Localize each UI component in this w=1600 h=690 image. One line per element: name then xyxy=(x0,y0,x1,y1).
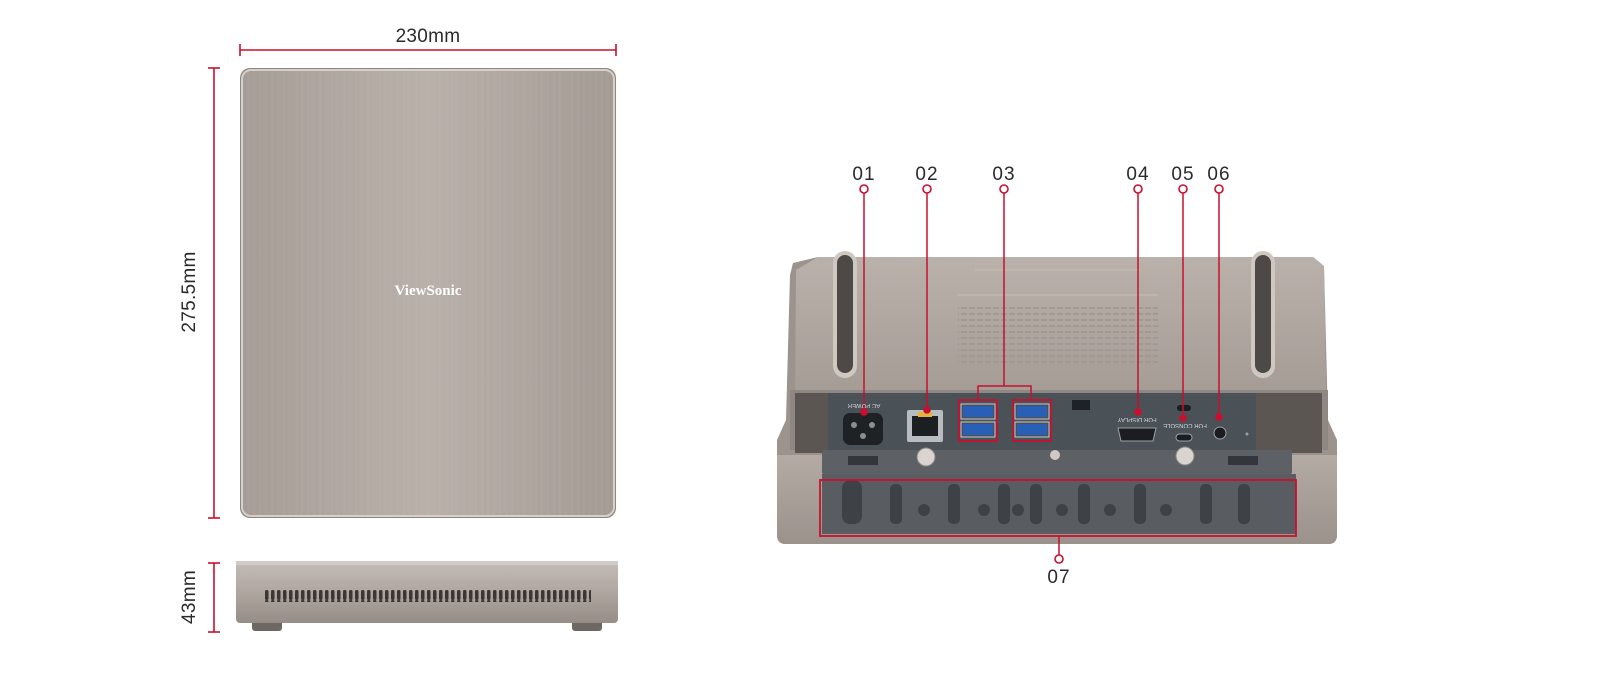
top-view xyxy=(240,68,616,518)
bracket-screws xyxy=(848,446,1258,467)
rear-view xyxy=(777,251,1337,544)
depth-dimension-line xyxy=(208,67,220,519)
usb-ports xyxy=(960,403,1050,438)
callout-06: 06 xyxy=(1207,164,1231,185)
callout-05: 05 xyxy=(1171,164,1195,185)
brand-logo: ViewSonic xyxy=(394,283,462,299)
side-view xyxy=(236,561,618,631)
usb-c-port xyxy=(1175,405,1193,442)
callout-04: 04 xyxy=(1126,164,1150,185)
callout-02: 02 xyxy=(915,164,939,185)
callout-leaders xyxy=(863,193,1220,555)
width-label: 230mm xyxy=(395,26,461,47)
ac-power-label: AC POWER xyxy=(847,402,881,408)
hdmi-port xyxy=(1117,427,1157,442)
panel-switch xyxy=(1072,400,1090,410)
callout-07: 07 xyxy=(1047,567,1071,588)
height-label: 43mm xyxy=(179,570,200,624)
callout-01: 01 xyxy=(852,164,876,185)
callout-markers xyxy=(859,184,1224,564)
audio-jack xyxy=(1213,426,1249,440)
console-label: FOR CONSOLE xyxy=(1163,422,1207,428)
callout-03: 03 xyxy=(992,164,1016,185)
depth-label: 275.5mm xyxy=(179,251,200,333)
width-dimension-line xyxy=(239,44,617,56)
usb-highlight-boxes xyxy=(819,399,1297,537)
ac-power-inlet xyxy=(843,413,883,445)
lan-port xyxy=(907,410,943,442)
display-label: FOR DISPLAY xyxy=(1117,416,1157,422)
height-dimension-line xyxy=(208,562,220,633)
